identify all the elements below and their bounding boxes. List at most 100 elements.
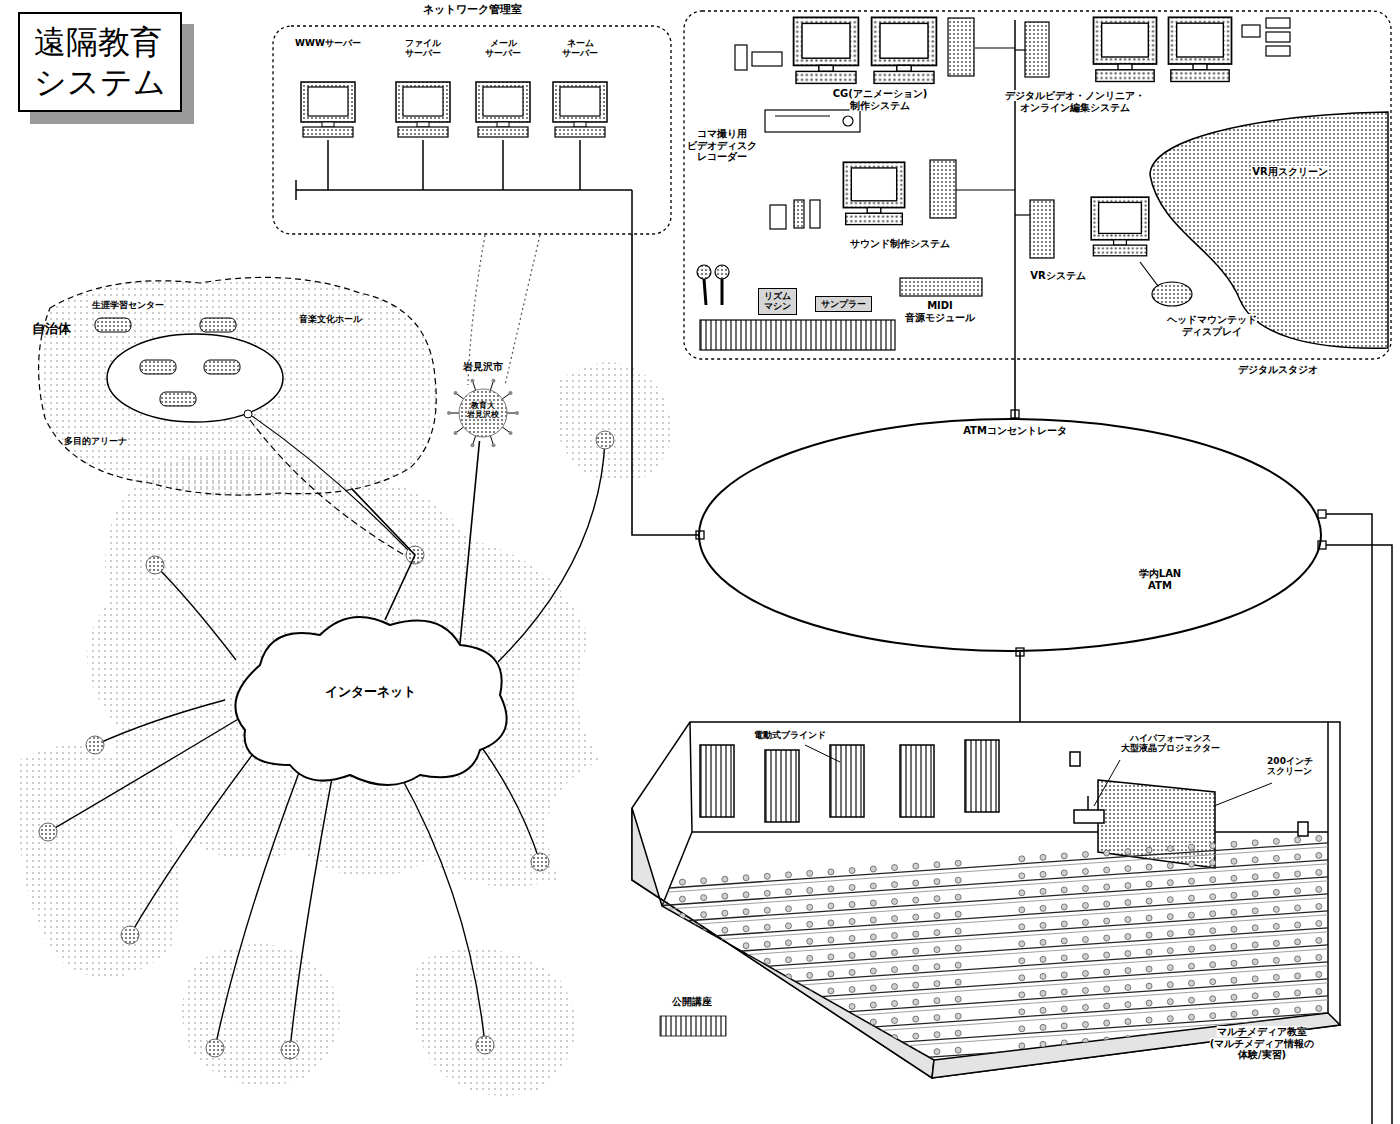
classroom-seats-part bbox=[1252, 857, 1258, 863]
classroom-seats-part bbox=[807, 1057, 813, 1063]
classroom-seats-part bbox=[870, 866, 876, 872]
studio-equipment-part bbox=[956, 189, 1015, 190]
classroom-seats-part bbox=[870, 934, 876, 940]
site-dot-part bbox=[531, 853, 549, 871]
classroom-seats-part bbox=[934, 930, 940, 936]
classroom-seats-part bbox=[637, 1069, 643, 1075]
classroom-seats-part bbox=[1189, 1014, 1195, 1020]
classroom-seats-part bbox=[1273, 906, 1279, 912]
classroom-seats-part bbox=[764, 941, 770, 947]
studio-equipment-part bbox=[700, 320, 895, 350]
classroom-seats-part bbox=[934, 1032, 940, 1038]
classroom-seats-part bbox=[870, 1002, 876, 1008]
iwamizawa-campus-outline-part bbox=[470, 379, 474, 383]
internet-links-part bbox=[155, 565, 236, 660]
part-label-slot: コマ撮り用 ビデオディスク レコーダー bbox=[687, 128, 757, 163]
server-bus-part bbox=[422, 140, 424, 190]
studio-equipment-part bbox=[900, 278, 982, 296]
classroom-seats-part bbox=[1295, 871, 1301, 877]
classroom-seats-part bbox=[849, 918, 855, 924]
classroom-seats-part bbox=[1231, 1011, 1237, 1017]
classroom-seats-part bbox=[1040, 1041, 1046, 1047]
classroom-seats-part bbox=[701, 1014, 707, 1020]
classroom-room-part bbox=[700, 745, 734, 817]
site-dot bbox=[39, 431, 614, 1059]
classroom-seats-part bbox=[743, 994, 749, 1000]
classroom-seats-part bbox=[637, 1035, 643, 1041]
part-label-slot: 公開講座 bbox=[672, 996, 712, 1008]
classroom-seats-part bbox=[870, 968, 876, 974]
classroom-seats-part bbox=[955, 996, 961, 1002]
classroom-seats-part bbox=[785, 957, 791, 963]
classroom-seats-part bbox=[1210, 962, 1216, 968]
part-label-slot: 音楽文化ホール bbox=[299, 314, 362, 324]
classroom-seats-part bbox=[701, 1065, 707, 1071]
classroom-seats-part bbox=[679, 981, 685, 987]
studio-equipment-part bbox=[704, 279, 706, 305]
classroom-seats-part bbox=[1061, 938, 1067, 944]
classroom-seats-part bbox=[1231, 994, 1237, 1000]
classroom-seats-part bbox=[743, 960, 749, 966]
classroom-seats-part bbox=[1061, 853, 1067, 859]
classroom-seats-part bbox=[1252, 976, 1258, 982]
campus-lan-ring-text-slot: 学内LAN ATM bbox=[1139, 568, 1181, 591]
studio-equipment-part bbox=[770, 205, 786, 229]
connector-path bbox=[632, 235, 698, 535]
classroom-seats-part bbox=[870, 1053, 876, 1059]
server-text-slot: メール サーバー bbox=[485, 38, 521, 59]
classroom-seats-part bbox=[892, 1018, 898, 1024]
classroom-seats-part bbox=[764, 1026, 770, 1032]
digital-studio-outline-part bbox=[684, 11, 1391, 359]
classroom-seats-part bbox=[1040, 939, 1046, 945]
classroom-seats-part bbox=[807, 1040, 813, 1046]
classroom-seats-part bbox=[722, 944, 728, 950]
classroom-seats-part bbox=[701, 912, 707, 918]
classroom-seats-part bbox=[1273, 923, 1279, 929]
classroom-seats-part bbox=[828, 920, 834, 926]
network-room-text-slot: ネットワーク管理室 bbox=[423, 4, 522, 17]
studio-equipment-part bbox=[1140, 262, 1158, 286]
classroom-seats-part bbox=[1167, 965, 1173, 971]
studio-equipment-part bbox=[975, 47, 1015, 48]
classroom-seats-part bbox=[1316, 886, 1322, 892]
municipal-facilities-part bbox=[95, 318, 131, 332]
classroom-seats-part bbox=[1273, 872, 1279, 878]
leader-lines-part bbox=[1214, 783, 1272, 806]
classroom-seats-part bbox=[1231, 909, 1237, 915]
classroom-seats-part bbox=[679, 1049, 685, 1055]
sampler: サンプラー bbox=[815, 296, 872, 312]
connector-path bbox=[1014, 360, 1016, 418]
connector-line bbox=[460, 441, 480, 644]
classroom-seats-part bbox=[849, 901, 855, 907]
classroom-seats-part bbox=[679, 896, 685, 902]
zoom-lines-part bbox=[505, 235, 540, 385]
classroom-seats-part bbox=[722, 1012, 728, 1018]
server: メール サーバー bbox=[463, 38, 543, 78]
classroom-seats-part bbox=[955, 894, 961, 900]
classroom-seats-part bbox=[955, 877, 961, 883]
classroom-seats-part bbox=[1104, 850, 1110, 856]
classroom-room-part bbox=[1298, 822, 1308, 836]
classroom-seats-part bbox=[934, 1049, 940, 1055]
classroom-seats-part bbox=[934, 1066, 940, 1072]
classroom-seats-part bbox=[1104, 1054, 1110, 1060]
server-text-slot: WWWサーバー bbox=[295, 38, 361, 48]
studio-equipment-part bbox=[1091, 197, 1149, 256]
classroom-seats-part bbox=[637, 1052, 643, 1058]
classroom-seats-part bbox=[849, 1071, 855, 1077]
classroom-seats-part bbox=[1061, 1023, 1067, 1029]
iwamizawa-campus-outline-part bbox=[453, 431, 457, 435]
classroom-seats-part bbox=[892, 950, 898, 956]
internet-links-part bbox=[400, 775, 485, 1045]
server-computers-part bbox=[301, 82, 355, 137]
classroom-seats-part bbox=[807, 989, 813, 995]
classroom-seats-part bbox=[1316, 852, 1322, 858]
part-label-slot: ATMコンセントレータ bbox=[963, 425, 1067, 437]
classroom-seats-part bbox=[743, 926, 749, 932]
server-computers bbox=[301, 82, 607, 137]
multimedia-classroom: マルチメディア教室 (マルチメディア情報の 体験/実習) bbox=[632, 722, 1340, 1078]
classroom-seats-part bbox=[1337, 851, 1343, 857]
internet-cloud-text: インターネット bbox=[325, 684, 416, 699]
classroom-seats-part bbox=[1082, 936, 1088, 942]
studio-equipment-part bbox=[948, 18, 974, 76]
